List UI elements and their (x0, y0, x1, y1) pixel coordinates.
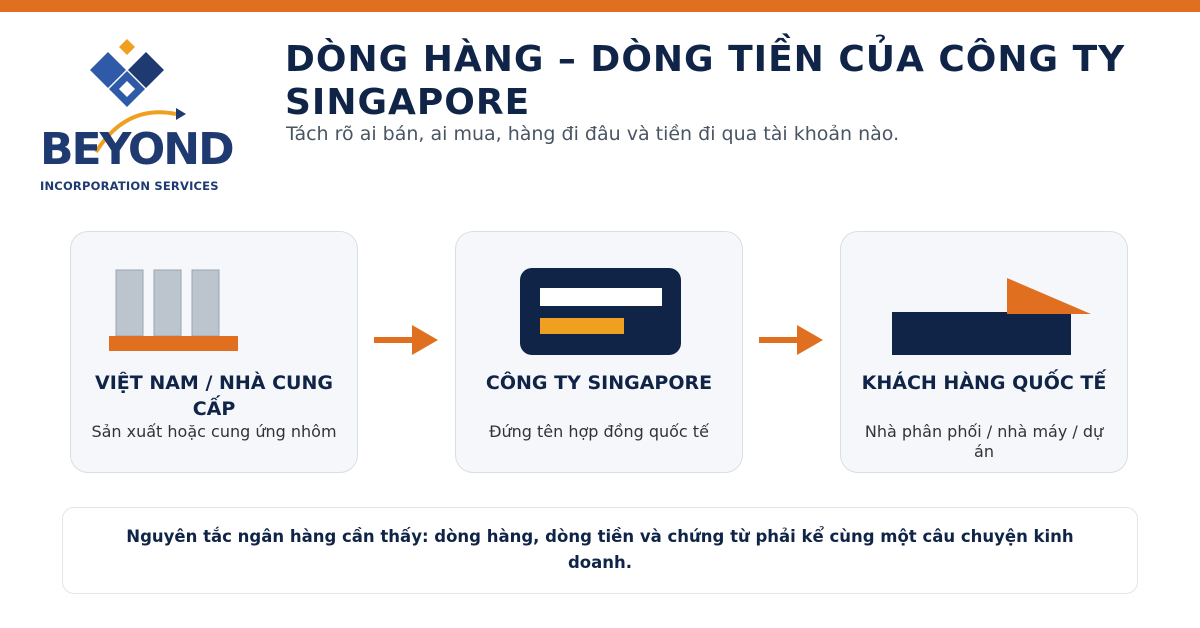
flow-card-title: KHÁCH HÀNG QUỐC TẾ (861, 372, 1107, 394)
bank-card-icon (520, 268, 681, 355)
flow-card-desc: Nhà phân phối / nhà máy / dự án (864, 422, 1104, 461)
flow-card-title: CÔNG TY SINGAPORE (485, 372, 713, 394)
arrow-right-icon (759, 325, 823, 355)
diamond-logo-icon (90, 39, 186, 154)
flow-card-title: VIỆT NAM / NHÀ CUNG CẤP (94, 372, 333, 420)
arrow-right-icon (374, 325, 438, 355)
page-subtitle: Tách rõ ai bán, ai mua, hàng đi đâu và t… (286, 123, 900, 145)
bank-principle-note: Nguyên tắc ngân hàng cần thấy: dòng hàng… (62, 507, 1138, 594)
logo-wordmark: BEYOND (40, 124, 235, 175)
beyond-logo: BEYOND INCORPORATION SERVICES (36, 34, 235, 199)
aluminum-stack-icon (109, 269, 238, 351)
flow-card-desc: Sản xuất hoặc cung ứng nhôm (91, 422, 337, 441)
flow-card-singapore-company: CÔNG TY SINGAPORE Đứng tên hợp đồng quốc… (455, 231, 743, 473)
flow-card-supplier: VIỆT NAM / NHÀ CUNG CẤP Sản xuất hoặc cu… (70, 231, 358, 473)
flow-card-desc: Đứng tên hợp đồng quốc tế (489, 422, 709, 441)
flow-card-international-customer: KHÁCH HÀNG QUỐC TẾ Nhà phân phối / nhà m… (840, 231, 1128, 473)
note-text: Nguyên tắc ngân hàng cần thấy: dòng hàng… (126, 527, 1074, 572)
logo-tagline: INCORPORATION SERVICES (40, 179, 219, 193)
top-accent-bar (0, 0, 1200, 12)
page-title: DÒNG HÀNG – DÒNG TIỀN CỦA CÔNG TY SINGAP… (285, 39, 1126, 123)
shipping-icon (892, 278, 1091, 355)
